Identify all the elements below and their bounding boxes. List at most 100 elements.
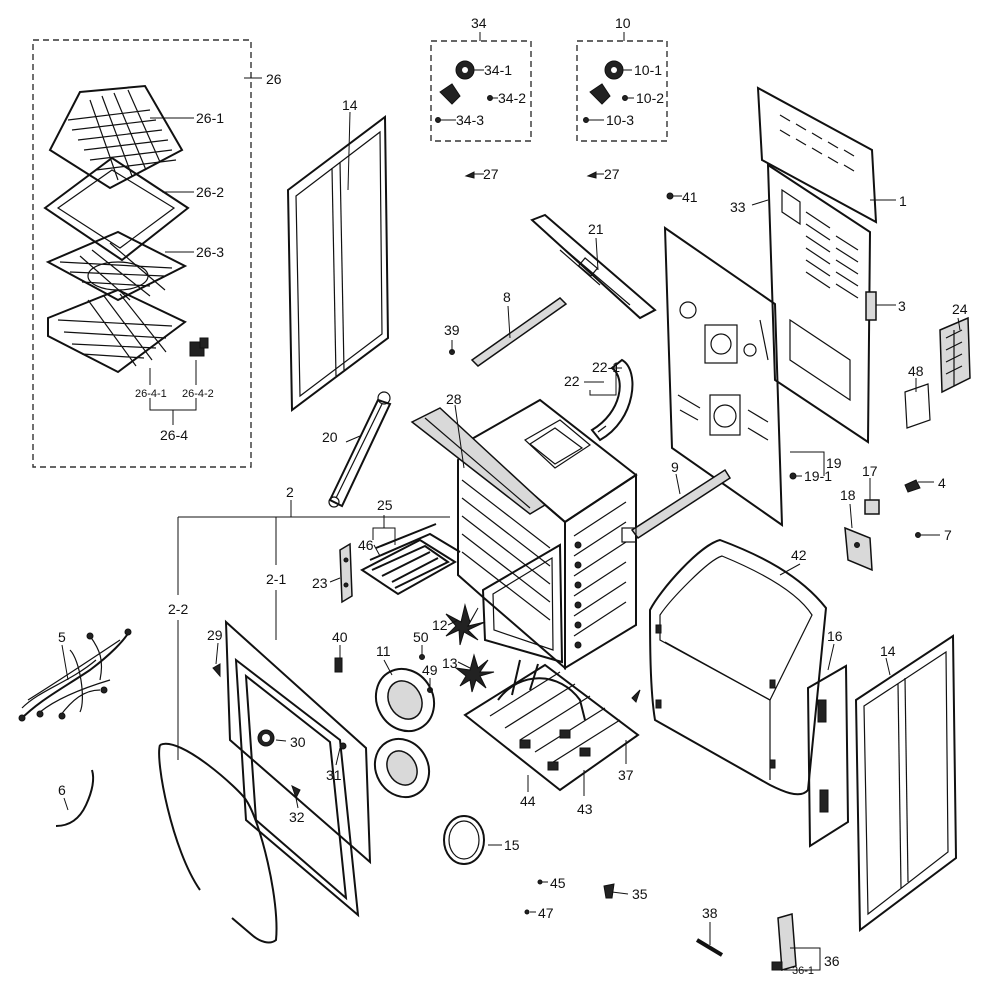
rail-8 xyxy=(470,297,568,367)
bracket-3 xyxy=(865,291,877,321)
filter-24 xyxy=(939,316,971,394)
label-33: 33 xyxy=(730,199,746,215)
label-26-4-1: 26-4-1 xyxy=(135,388,167,400)
part-17 xyxy=(864,499,880,515)
label-18: 18 xyxy=(840,487,856,503)
bracket-23 xyxy=(339,542,353,604)
label-46: 46 xyxy=(358,537,374,553)
part-19-1 xyxy=(789,472,797,480)
screw-27-a xyxy=(464,171,475,179)
label-34-3: 34-3 xyxy=(456,112,484,128)
label-11: 11 xyxy=(376,643,391,659)
label-1: 1 xyxy=(899,193,907,209)
label-10-1: 10-1 xyxy=(634,62,662,78)
outer-shell-42 xyxy=(648,538,828,796)
part-34-2-dot xyxy=(487,95,493,101)
oven-cavity xyxy=(457,398,638,671)
screw-31 xyxy=(339,742,347,750)
label-22-1: 22-1 xyxy=(592,359,620,375)
screw-27-b xyxy=(586,171,597,179)
label-36-1: 36-1 xyxy=(792,965,814,977)
top-bracket-21 xyxy=(530,213,657,320)
label-50: 50 xyxy=(413,629,429,645)
label-20: 20 xyxy=(322,429,338,445)
label-37: 37 xyxy=(618,767,634,783)
top-trim-28 xyxy=(410,407,547,515)
part-32 xyxy=(291,785,301,800)
label-10-2: 10-2 xyxy=(636,90,664,106)
label-43: 43 xyxy=(577,801,593,817)
label-38: 38 xyxy=(702,905,718,921)
label-2-1: 2-1 xyxy=(266,571,286,587)
label-19: 19 xyxy=(826,455,842,471)
bracket-18 xyxy=(844,526,873,572)
label-25: 25 xyxy=(377,497,393,513)
label-10: 10 xyxy=(615,15,631,31)
label-6: 6 xyxy=(58,782,66,798)
rod-38 xyxy=(695,938,724,957)
label-10-3: 10-3 xyxy=(606,112,634,128)
label-48: 48 xyxy=(908,363,924,379)
label-13: 13 xyxy=(442,655,458,671)
screw-41 xyxy=(666,192,674,200)
rack-26-1 xyxy=(48,84,184,190)
door-2-1 xyxy=(224,619,372,865)
side-panel-16 xyxy=(806,664,850,848)
wire-6 xyxy=(55,769,95,827)
heater-20 xyxy=(328,391,392,508)
part-47 xyxy=(524,909,530,915)
label-26-4: 26-4 xyxy=(160,427,188,443)
label-12: 12 xyxy=(432,617,448,633)
label-47: 47 xyxy=(538,905,554,921)
rack-26-4-1 xyxy=(47,288,187,374)
label-26-2: 26-2 xyxy=(196,184,224,200)
duct-22 xyxy=(590,358,634,442)
screw-37 xyxy=(631,689,641,703)
label-26-4-2: 26-4-2 xyxy=(182,388,214,400)
part-35 xyxy=(603,883,615,899)
label-39: 39 xyxy=(444,322,460,338)
knob-30 xyxy=(257,729,275,747)
part-40 xyxy=(334,657,343,673)
part-4 xyxy=(904,479,921,493)
label-15: 15 xyxy=(504,837,520,853)
lower-element-43 xyxy=(463,659,640,792)
ring-15 xyxy=(443,815,485,865)
rack-26-2 xyxy=(43,156,190,262)
label-40: 40 xyxy=(332,629,348,645)
label-21: 21 xyxy=(588,221,604,237)
label-41: 41 xyxy=(682,189,698,205)
part-34-2 xyxy=(439,83,461,105)
label-34-2: 34-2 xyxy=(498,90,526,106)
label-34: 34 xyxy=(471,15,487,31)
rod-9 xyxy=(621,468,732,543)
label-16: 16 xyxy=(827,628,843,644)
back-frame-19 xyxy=(663,226,784,527)
part-34-3 xyxy=(435,117,441,123)
label-42: 42 xyxy=(791,547,807,563)
part-45 xyxy=(537,879,543,885)
label-7: 7 xyxy=(944,527,952,543)
part-10-3 xyxy=(583,117,589,123)
label-23: 23 xyxy=(312,575,328,591)
label-14-left: 14 xyxy=(342,97,358,113)
label-28: 28 xyxy=(446,391,462,407)
hinge-36 xyxy=(771,913,797,971)
label-9: 9 xyxy=(671,459,679,475)
label-35: 35 xyxy=(632,886,648,902)
door-frame-31 xyxy=(234,657,360,918)
group-10-box xyxy=(576,40,668,142)
label-29: 29 xyxy=(207,627,223,643)
label-34-1: 34-1 xyxy=(484,62,512,78)
label-36: 36 xyxy=(824,953,840,969)
part-10-1 xyxy=(604,60,624,80)
leader-lines xyxy=(61,32,961,971)
part-10-2 xyxy=(589,83,611,105)
part-29 xyxy=(212,663,221,678)
label-31: 31 xyxy=(326,767,342,783)
label-3: 3 xyxy=(898,298,906,314)
wire-harness-5 xyxy=(18,628,132,722)
label-17: 17 xyxy=(862,463,878,479)
